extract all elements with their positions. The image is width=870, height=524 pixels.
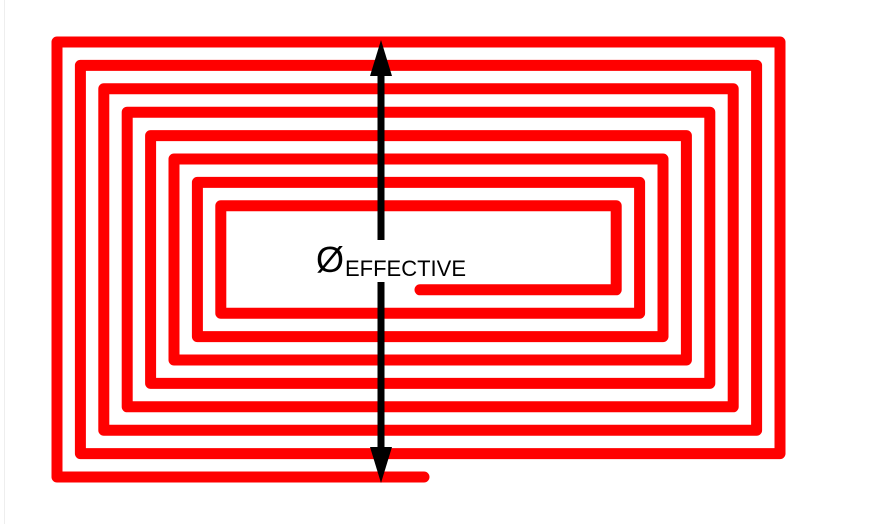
effective-subscript: EFFECTIVE: [345, 256, 466, 281]
arrow-head-up-icon: [370, 40, 392, 76]
arrow-head-down-icon: [370, 447, 392, 483]
rectangular-spiral-coil: [51, 36, 786, 483]
effective-diameter-arrow: [370, 40, 392, 483]
diameter-symbol: Ø: [316, 239, 344, 280]
